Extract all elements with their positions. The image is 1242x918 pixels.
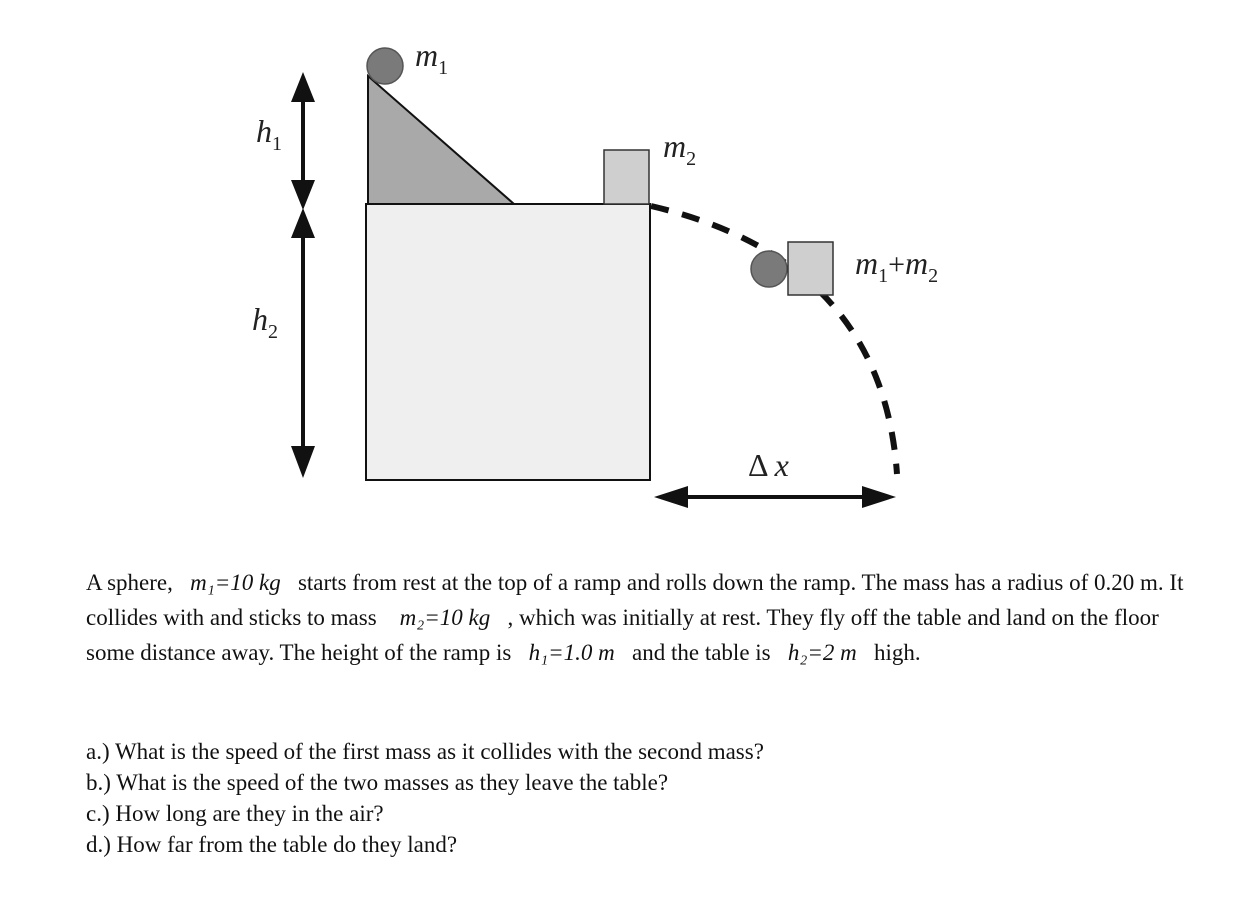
label-h2: h2	[252, 301, 278, 343]
question-a: a.) What is the speed of the first mass …	[86, 739, 764, 764]
question-c: c.) How long are they in the air?	[86, 801, 384, 826]
questions-list: a.) What is the speed of the first mass …	[86, 736, 764, 860]
sphere-in-flight	[750, 250, 788, 288]
label-m1: m1	[415, 37, 448, 79]
equation-m2: m₂=10 kg	[399, 605, 491, 630]
h1-arrow	[291, 72, 315, 210]
equation-h1: h₁=1.0 m	[528, 640, 615, 665]
label-m2: m2	[663, 128, 696, 170]
label-h1: h1	[256, 113, 282, 155]
table-block	[365, 203, 651, 481]
block-m2	[603, 149, 650, 205]
problem-statement: A sphere, m₁=10 kg starts from rest at t…	[86, 570, 1184, 665]
ramp-wedge	[367, 73, 517, 205]
question-b: b.) What is the speed of the two masses …	[86, 770, 669, 795]
dx-arrow	[654, 486, 896, 508]
block-in-flight	[787, 241, 834, 296]
sphere-m1	[366, 47, 404, 85]
h2-arrow	[291, 208, 315, 478]
label-m1-plus-m2: m1+m2	[855, 245, 938, 287]
equation-h2: h₂=2 m	[787, 640, 857, 665]
equation-m1: m₁=10 kg	[190, 570, 281, 595]
question-d: d.) How far from the table do they land?	[86, 832, 458, 857]
trajectory-dashed	[650, 203, 900, 475]
